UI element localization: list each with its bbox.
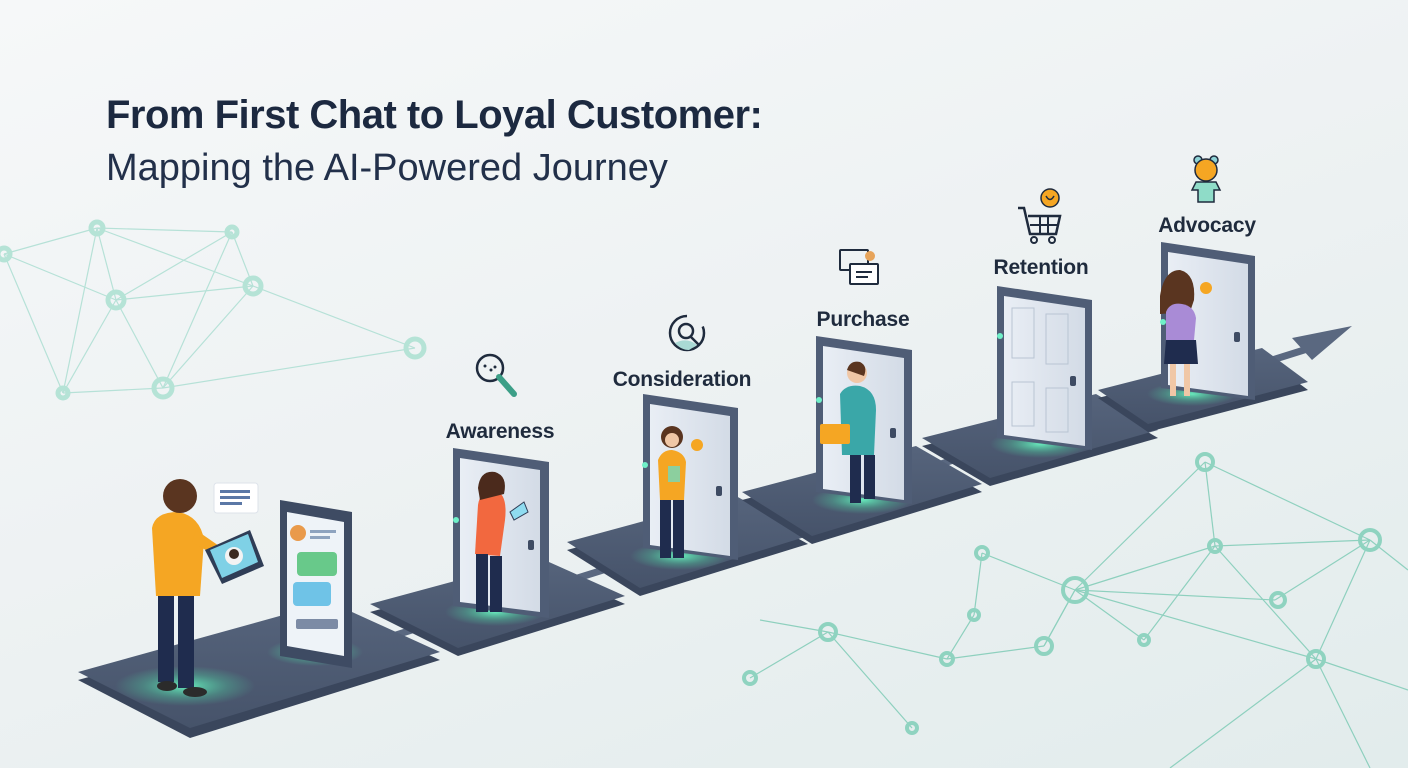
page-title: From First Chat to Loyal Customer: bbox=[106, 93, 763, 137]
platform-start bbox=[78, 602, 440, 738]
shopping-cart-icon bbox=[1018, 188, 1062, 244]
chat-phone bbox=[280, 500, 352, 668]
stage-label-retention: Retention bbox=[993, 256, 1089, 279]
person-consideration bbox=[658, 426, 703, 558]
stage-label-consideration: Consideration bbox=[612, 368, 752, 391]
person-with-tablet bbox=[152, 479, 264, 697]
network-right bbox=[749, 461, 1408, 768]
door-consideration bbox=[642, 394, 738, 560]
stage-label-awareness: Awareness bbox=[445, 420, 555, 443]
stage-label-purchase: Purchase bbox=[816, 308, 910, 331]
person-awareness bbox=[475, 471, 529, 612]
person-advocacy bbox=[1160, 270, 1212, 396]
stage-label-advocacy: Advocacy bbox=[1158, 214, 1256, 237]
search-target-icon bbox=[668, 314, 706, 352]
title-block: From First Chat to Loyal Customer: Mappi… bbox=[106, 92, 763, 192]
network-right-nodes bbox=[742, 452, 1382, 735]
chat-bubbles-icon bbox=[839, 249, 879, 285]
network-left-nodes bbox=[0, 219, 427, 401]
mascot-icon bbox=[1190, 155, 1222, 203]
network-left bbox=[3, 227, 416, 394]
door-retention bbox=[997, 286, 1092, 450]
page-subtitle: Mapping the AI-Powered Journey bbox=[106, 147, 668, 189]
person-purchase bbox=[820, 361, 876, 503]
magnifier-icon bbox=[475, 353, 517, 397]
